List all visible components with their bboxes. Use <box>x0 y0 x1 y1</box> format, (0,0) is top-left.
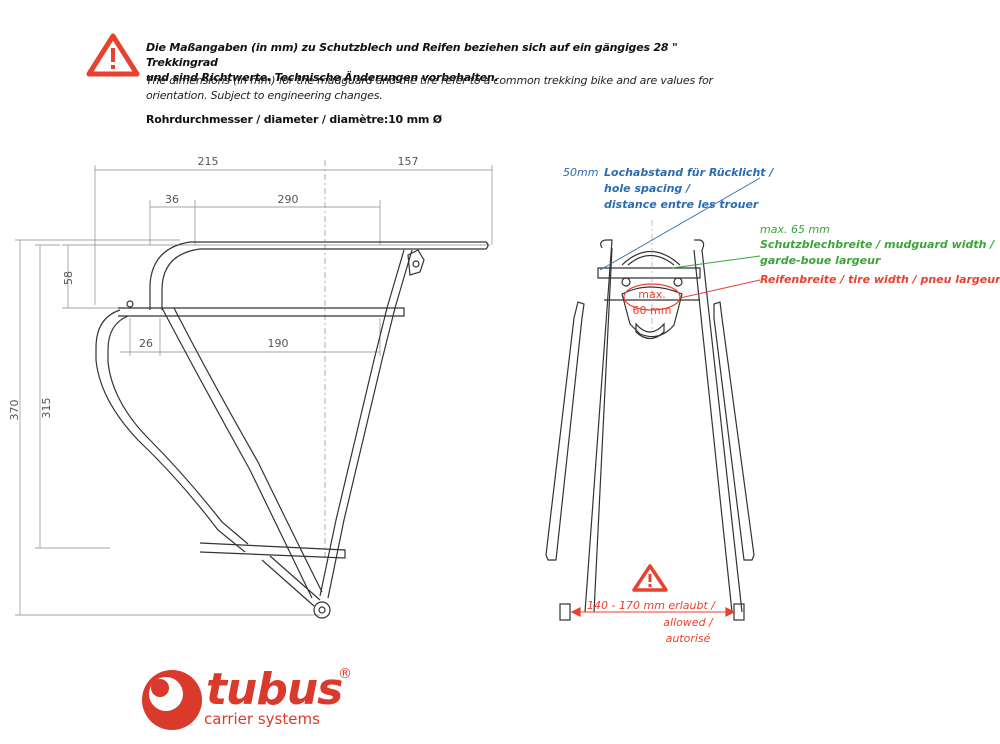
hole-spacing-en: hole spacing / <box>604 182 691 195</box>
dim-370: 370 <box>8 400 21 421</box>
tire-max-value: 60 mm <box>633 304 672 317</box>
side-view <box>15 160 493 619</box>
tire-leader <box>679 279 761 299</box>
dim-190: 190 <box>268 337 289 350</box>
dim-36: 36 <box>165 193 179 206</box>
rear-view <box>545 220 755 621</box>
hole-spacing-de: Lochabstand für Rücklicht / <box>604 166 774 179</box>
dim-157: 157 <box>398 155 419 168</box>
hole-leader <box>599 177 761 271</box>
mudguard-value: max. 65 mm <box>760 223 830 236</box>
english-note: The dimensions (in mm) for the mudguard … <box>146 74 713 102</box>
warning-icon <box>86 33 140 77</box>
brand-name: tubus <box>206 664 342 715</box>
mudguard-fr: garde-boue largeur <box>760 254 881 267</box>
tire-max-label: max. <box>638 288 665 301</box>
dim-26: 26 <box>139 337 153 350</box>
mudguard-de-en: Schutzblechbreite / mudguard width / <box>760 238 995 251</box>
allowed-range: 140 - 170 mm erlaubt / <box>587 599 716 612</box>
allowed-fr: autorisé <box>666 632 711 645</box>
mudguard-leader <box>671 255 761 269</box>
dim-315: 315 <box>40 398 53 419</box>
german-note: Die Maßangaben (in mm) zu Schutzblech un… <box>146 41 678 84</box>
tube-diameter-note: Rohrdurchmesser / diameter / diamètre:10… <box>146 113 442 126</box>
hole-spacing-value: 50mm <box>563 166 598 179</box>
side-view-dimensions: 215 157 36 290 58 26 190 370 315 <box>8 155 419 421</box>
allowed-en: allowed / <box>663 616 714 629</box>
dim-58: 58 <box>62 271 75 285</box>
tire-width-label: Reifenbreite / tire width / pneu largeur <box>760 273 1000 286</box>
tire-width-marker <box>623 283 681 311</box>
tubus-logo-icon <box>142 670 202 730</box>
registered-mark: ® <box>338 666 352 682</box>
dim-290: 290 <box>278 193 299 206</box>
brand-tagline: carrier systems <box>204 710 320 728</box>
hole-spacing-fr: distance entre les trouer <box>604 198 759 211</box>
dim-215: 215 <box>198 155 219 168</box>
allowed-warning-icon <box>632 564 668 592</box>
tubus-logo: tubus ® carrier systems <box>142 664 352 730</box>
dimension-lines <box>15 160 493 616</box>
